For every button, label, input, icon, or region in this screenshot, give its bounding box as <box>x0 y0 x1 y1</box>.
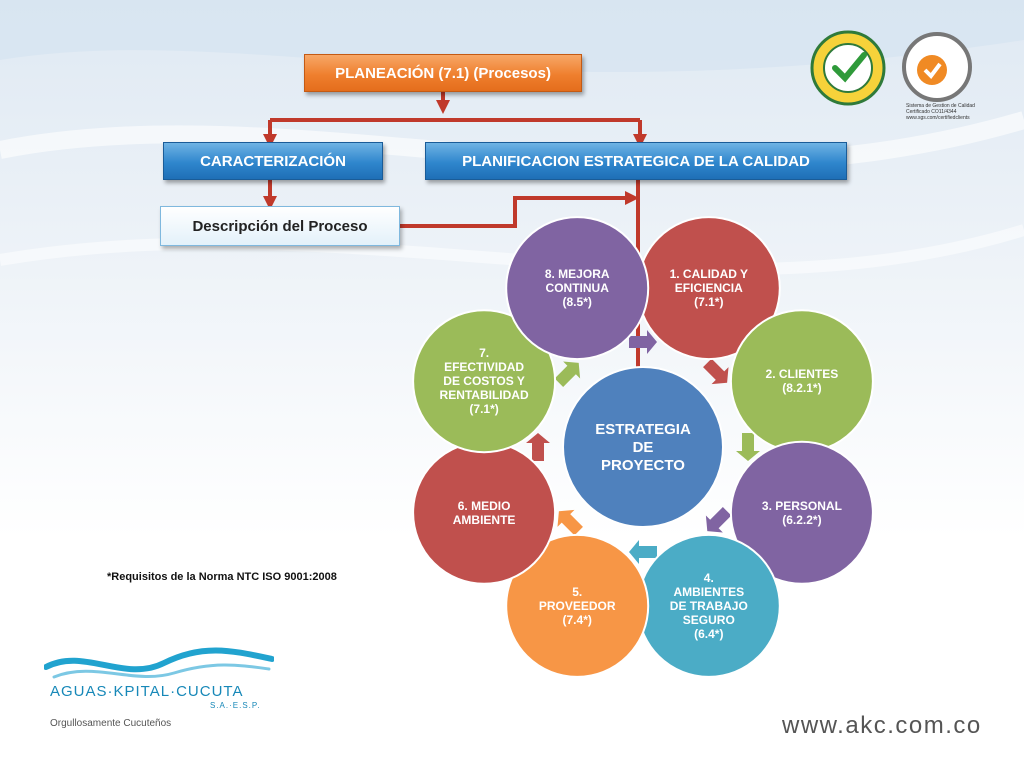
center-node-label: PROYECTO <box>601 457 685 474</box>
responsabilidad-social-seal-icon <box>810 30 886 106</box>
website-url[interactable]: www.akc.com.co <box>782 712 982 739</box>
strategy-node-label: 2. CLIENTES <box>766 367 839 381</box>
strategy-node-label: (8.2.1*) <box>782 381 821 395</box>
cycle-arrows <box>526 330 760 564</box>
strategy-node-label: AMBIENTE <box>453 513 516 527</box>
strategy-node-label: 4. <box>704 571 714 585</box>
connector-arrowhead <box>436 100 450 114</box>
company-tagline: Orgullosamente Cucuteños <box>50 718 172 729</box>
descripcion-box: Descripción del Proceso <box>160 206 400 246</box>
descripcion-label: Descripción del Proceso <box>192 217 368 235</box>
planificacion-box: PLANIFICACION ESTRATEGICA DE LA CALIDAD <box>425 142 847 180</box>
cycle-arrow <box>557 509 583 536</box>
strategy-node-label: RENTABILIDAD <box>440 388 529 402</box>
company-suffix: S.A.·E.S.P. <box>210 701 261 710</box>
strategy-node-circle <box>729 440 874 585</box>
strategy-node-label: CONTINUA <box>546 281 610 295</box>
cert-line: www.sgs.com/certifiedclients <box>906 115 970 121</box>
strategy-node-label: SEGURO <box>683 613 735 627</box>
strategy-node-circle <box>505 216 650 361</box>
strategy-node-label: PROVEEDOR <box>539 599 616 613</box>
connector-arrowhead <box>263 196 277 210</box>
cycle-arrow <box>736 433 760 461</box>
certification-text: Sistema de Gestion de Calidad Certificad… <box>906 103 986 121</box>
strategy-node-circle <box>412 309 557 454</box>
cert-line: Sistema de Gestion de Calidad <box>906 103 975 109</box>
strategy-node-label: 5. <box>572 585 582 599</box>
strategy-node-circle <box>505 533 650 678</box>
strategy-node: 5.PROVEEDOR(7.4*) <box>505 533 650 678</box>
strategy-node-label: (6.4*) <box>694 627 723 641</box>
connector-arrowhead <box>625 191 639 205</box>
strategy-node-label: EFICIENCIA <box>675 281 743 295</box>
connector-arrowhead <box>263 134 277 148</box>
planificacion-label: PLANIFICACION ESTRATEGICA DE LA CALIDAD <box>462 152 810 170</box>
caracterizacion-box: CARACTERIZACIÓN <box>163 142 383 180</box>
center-node-label: DE <box>633 439 654 456</box>
cycle-arrow <box>526 433 550 461</box>
center-node-label: ESTRATEGIA <box>595 421 691 438</box>
connector-arrowhead <box>633 134 647 148</box>
cert-line: Certificado CO11/4344 <box>906 109 957 115</box>
strategy-node-label: 1. CALIDAD Y <box>670 267 748 281</box>
strategy-node-label: 3. PERSONAL <box>762 499 842 513</box>
iso-9001-sgs-seal-icon <box>902 32 972 102</box>
strategy-node-label: DE COSTOS Y <box>443 374 525 388</box>
strategy-node-label: 7. <box>479 346 489 360</box>
cycle-arrow <box>703 358 729 385</box>
strategy-node-label: (7.1*) <box>469 402 498 416</box>
strategy-node-label: (6.2.2*) <box>782 513 821 527</box>
strategy-node: 3. PERSONAL(6.2.2*) <box>729 440 874 585</box>
company-name: AGUAS·KPITAL·CUCUTA <box>50 683 244 700</box>
strategy-node-label: (7.4*) <box>563 613 592 627</box>
planeacion-label: PLANEACIÓN (7.1) (Procesos) <box>335 64 551 82</box>
company-logo-waves-icon <box>44 647 274 679</box>
strategy-node-label: AMBIENTES <box>673 585 744 599</box>
strategy-node: 2. CLIENTES(8.2.1*) <box>729 309 874 454</box>
strategy-node-label: EFECTIVIDAD <box>444 360 524 374</box>
cycle-arrow <box>629 540 657 564</box>
center-node-circle <box>562 366 724 528</box>
strategy-node-label: 6. MEDIO <box>458 499 511 513</box>
footnote: *Requisitos de la Norma NTC ISO 9001:200… <box>107 571 337 583</box>
planeacion-box: PLANEACIÓN (7.1) (Procesos) <box>304 54 582 92</box>
cycle-arrow <box>554 361 581 387</box>
caracterizacion-label: CARACTERIZACIÓN <box>200 152 346 170</box>
cycle-arrow <box>629 330 657 354</box>
strategy-node-label: (8.5*) <box>563 295 592 309</box>
strategy-node-label: 8. MEJORA <box>545 267 610 281</box>
strategy-node-label: DE TRABAJO <box>670 599 748 613</box>
connector-line <box>400 196 628 228</box>
strategy-node-label: (7.1*) <box>694 295 723 309</box>
cycle-arrow <box>705 507 732 533</box>
